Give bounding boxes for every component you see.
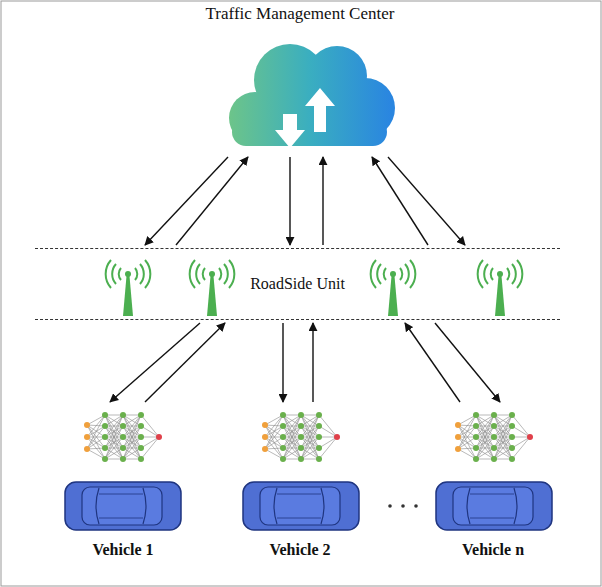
- vehicle-node: Vehicle n: [428, 405, 558, 565]
- arrow-connector: [176, 157, 248, 245]
- arrow-connector: [435, 323, 500, 402]
- arrow-connector: [282, 323, 283, 402]
- vehicle-node: Vehicle 1: [58, 405, 188, 565]
- band-label: RoadSide Unit: [250, 275, 345, 293]
- arrow-connector: [388, 157, 465, 245]
- arrow-connector: [145, 323, 225, 402]
- vehicle-label: Vehicle 2: [269, 541, 330, 559]
- arrow-connector: [405, 323, 460, 402]
- vehicle-node: Vehicle 2: [235, 405, 365, 565]
- roadside-unit-band: RoadSide Unit: [35, 248, 560, 320]
- arrow-connector: [322, 157, 323, 245]
- arrow-connector: [312, 323, 313, 402]
- arrow-connector: [289, 157, 290, 245]
- vehicle-label: Vehicle n: [462, 541, 524, 559]
- vehicle-label: Vehicle 1: [92, 541, 153, 559]
- cloud-node: Traffic Management Center: [190, 4, 410, 154]
- arrow-connector: [110, 323, 200, 402]
- title-text: Traffic Management Center: [206, 4, 395, 24]
